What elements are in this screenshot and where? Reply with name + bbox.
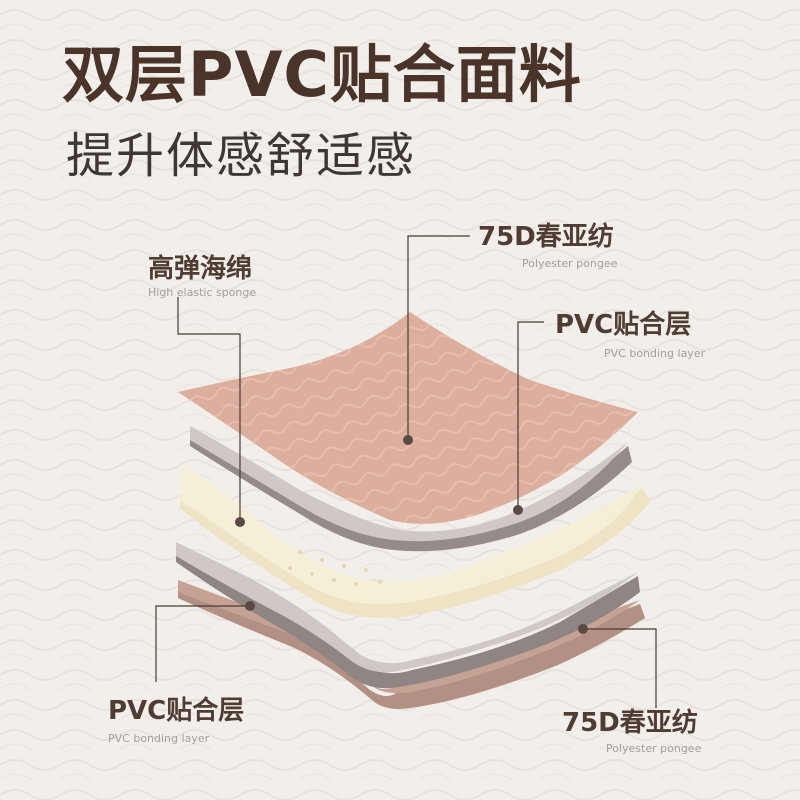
leader-lines bbox=[155, 235, 657, 708]
leader-line-bottom-pvc bbox=[155, 605, 250, 682]
label-bottom-fabric-en: Polyester pongee bbox=[606, 742, 702, 755]
leader-line-top-pvc bbox=[517, 321, 544, 510]
sponge-layer bbox=[180, 464, 650, 618]
leader-dots bbox=[235, 435, 588, 634]
label-top-pvc-cn: PVC贴合层 bbox=[555, 310, 692, 340]
dot-top-pvc bbox=[513, 505, 523, 515]
leader-line-sponge bbox=[177, 297, 241, 522]
label-top-fabric-cn: 75D春亚纺 bbox=[478, 222, 614, 252]
label-top-fabric-en: Polyester pongee bbox=[522, 257, 618, 270]
dot-sponge bbox=[235, 517, 245, 527]
dot-top-fabric bbox=[403, 435, 413, 445]
dot-bottom-fabric bbox=[578, 624, 588, 634]
page-title: 双层PVC贴合面料 bbox=[62, 38, 582, 111]
label-bottom-pvc-cn: PVC贴合层 bbox=[108, 696, 245, 726]
label-top-pvc-en: PVC bonding layer bbox=[604, 347, 706, 360]
label-bottom-pvc-en: PVC bonding layer bbox=[108, 732, 210, 745]
label-bottom-fabric-cn: 75D春亚纺 bbox=[562, 708, 698, 738]
page-subtitle: 提升体感舒适感 bbox=[66, 128, 417, 184]
label-sponge-cn: 高弹海绵 bbox=[148, 254, 253, 284]
dot-bottom-pvc bbox=[245, 601, 255, 611]
bottom-pvc-layer bbox=[176, 542, 640, 689]
leader-line-top-fabric bbox=[407, 235, 470, 440]
leader-line-bottom-fabric bbox=[583, 628, 657, 708]
label-sponge-en: High elastic sponge bbox=[148, 286, 257, 299]
